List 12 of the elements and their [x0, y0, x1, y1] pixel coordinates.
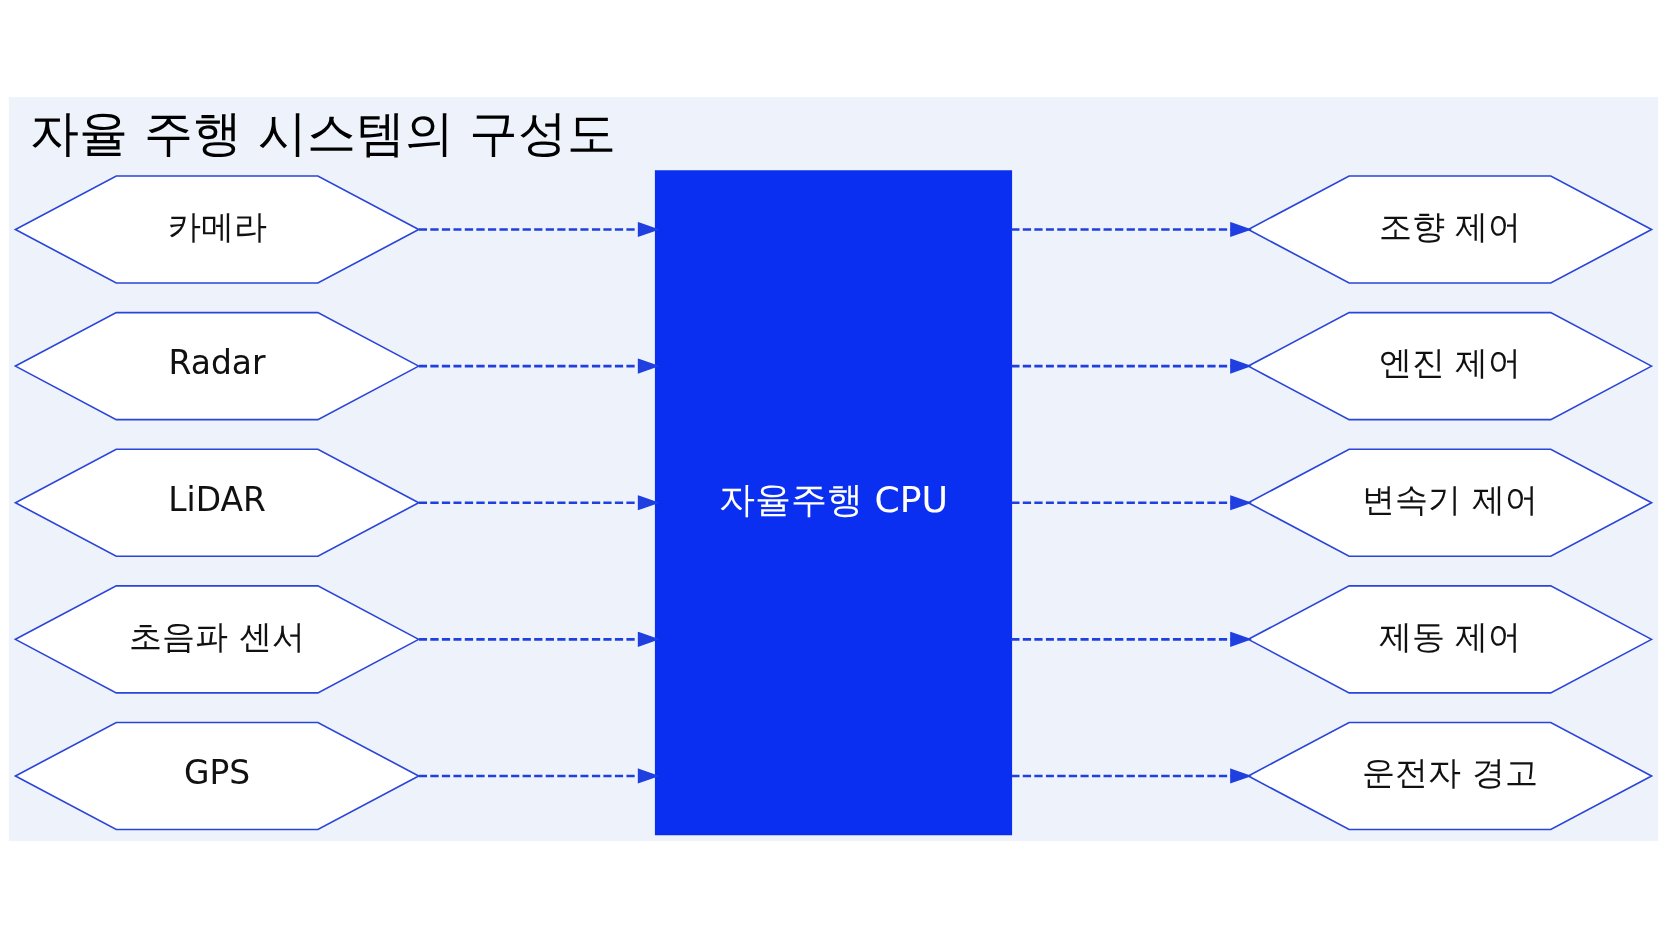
arrow — [1011, 221, 1252, 238]
arrow — [418, 768, 660, 784]
arrow — [1011, 768, 1252, 784]
arrow — [418, 221, 660, 238]
arrow — [1011, 495, 1252, 511]
arrow — [418, 631, 660, 647]
diagram-title: 자율 주행 시스템의 구성도 — [30, 103, 617, 162]
arrow — [1011, 631, 1252, 647]
arrow — [418, 495, 660, 511]
arrow — [1011, 358, 1252, 374]
arrow — [418, 358, 660, 374]
node-box: 자율주행 CPU — [654, 170, 1013, 836]
